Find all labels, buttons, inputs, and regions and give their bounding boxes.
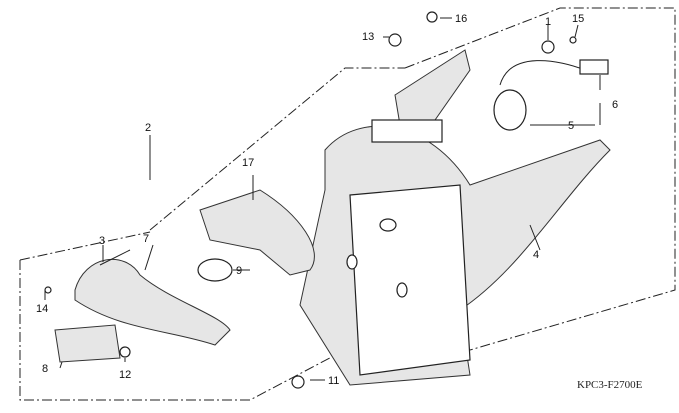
callout-11: 11 — [328, 375, 339, 387]
screw-15 — [569, 36, 577, 44]
connector — [579, 59, 609, 75]
taillight-housing — [199, 189, 315, 276]
screw-14 — [44, 286, 52, 294]
bulb-socket — [493, 89, 527, 131]
nut-12 — [119, 346, 131, 358]
connector-holder — [371, 119, 443, 143]
callout-17: 17 — [242, 157, 254, 169]
callout-9: 9 — [236, 265, 242, 277]
reflector — [54, 324, 121, 363]
diagram-code: KPC3-F2700E — [577, 379, 643, 391]
callout-7: 7 — [143, 233, 149, 245]
callout-13: 13 — [362, 31, 374, 43]
callout-15: 15 — [572, 13, 584, 25]
callout-5: 5 — [568, 120, 574, 132]
fender-hole — [396, 282, 408, 298]
callout-14: 14 — [36, 303, 48, 315]
bolt-11 — [291, 375, 305, 389]
fender-hole — [379, 218, 397, 232]
callout-2: 2 — [145, 122, 151, 134]
upper-bracket — [394, 49, 471, 126]
clamp-1 — [541, 40, 555, 54]
callout-6: 6 — [612, 99, 618, 111]
bulb — [197, 258, 233, 282]
license-plate-area — [349, 184, 471, 376]
callout-4: 4 — [533, 249, 539, 261]
leader-lines — [44, 17, 601, 381]
assembly-boundary-main — [19, 7, 676, 351]
callout-12: 12 — [119, 369, 131, 381]
callout-1: 1 — [545, 16, 551, 28]
callout-3: 3 — [99, 235, 105, 247]
screw-16 — [426, 11, 438, 23]
callout-16: 16 — [455, 13, 467, 25]
callout-8: 8 — [42, 363, 48, 375]
clip-13 — [388, 33, 402, 47]
assembly-boundary-2 — [19, 67, 405, 401]
fender-hole — [346, 254, 358, 270]
